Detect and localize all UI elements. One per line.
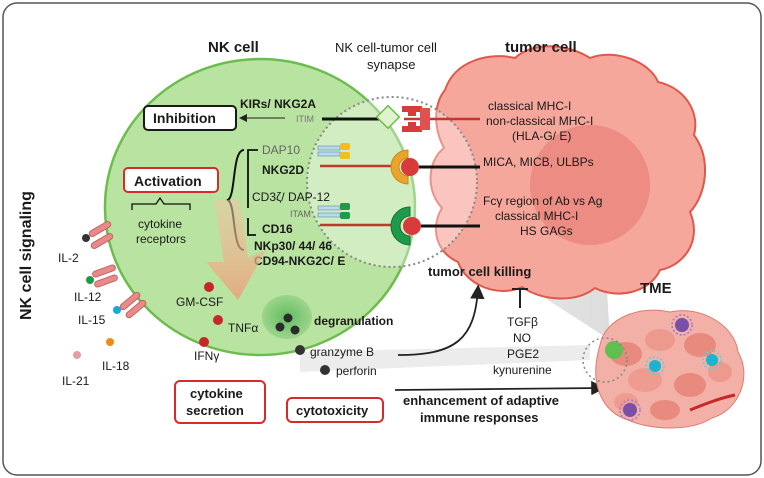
tme-immune-cell-purple-1 <box>671 314 693 336</box>
tumor-cell-title: tumor cell <box>505 39 577 56</box>
dap10-yellow-1 <box>340 143 350 150</box>
cytokine-receptors-brace <box>131 196 191 210</box>
kirs-label: KIRs/ NKG2A <box>240 97 316 111</box>
itam-bar-1 <box>317 205 341 211</box>
degranulation-label: degranulation <box>314 314 393 328</box>
tumor-mica: MICA, MICB, ULBPs <box>483 155 594 169</box>
cytokine-secretion-label-2: secretion <box>186 403 244 418</box>
gmcsf-dot <box>204 282 214 292</box>
il21-label: IL-21 <box>62 374 90 388</box>
gmcsf-label: GM-CSF <box>176 295 223 309</box>
cd16-receptor-cup <box>390 206 411 246</box>
itam-label: ITAM <box>290 209 311 219</box>
tumor-nucleus <box>530 125 650 245</box>
no-label: NO <box>513 331 531 345</box>
itam-green-2 <box>340 212 350 219</box>
wedge-synapse-to-tme <box>300 345 590 372</box>
nkp-label: NKp30/ 44/ 46 <box>254 239 332 253</box>
itim-label: ITIM <box>296 114 314 124</box>
il15-receptor <box>113 291 147 319</box>
itam-bar-2 <box>317 212 341 218</box>
kir-ligand-diamond <box>375 104 401 130</box>
granule-2 <box>275 322 285 332</box>
cytokine-secretion-box <box>174 380 266 424</box>
killing-label: tumor cell killing <box>428 264 531 279</box>
tme-immune-cell-purple-2 <box>619 399 641 421</box>
fc-ligand <box>403 217 421 235</box>
inhibition-box <box>143 105 237 131</box>
activation-box <box>123 167 219 193</box>
synapse-label-1: NK cell-tumor cell <box>335 40 437 55</box>
il18-label: IL-18 <box>102 359 130 373</box>
mhc-molecule-bottom <box>402 122 422 132</box>
il2-receptor <box>82 221 114 249</box>
kynurenine-label: kynurenine <box>493 363 552 377</box>
granule-1 <box>283 313 293 323</box>
granzyme-dot <box>295 345 305 355</box>
tnfa-dot <box>213 315 223 325</box>
granzyme-label: granzyme B <box>310 345 374 359</box>
dap10-bar-1 <box>317 145 341 151</box>
cytokine-receptors-label-1: cytokine <box>138 217 182 231</box>
inhibition-label: Inhibition <box>153 110 216 126</box>
tme-immune-cell-cyan-2 <box>702 350 722 370</box>
perforin-dot <box>320 365 330 375</box>
cd16-label: CD16 <box>262 222 293 236</box>
mhc-molecule-side <box>420 108 430 130</box>
ifng-label: IFNγ <box>194 349 219 363</box>
tumor-mhc-3: (HLA-G/ E) <box>512 129 571 143</box>
adaptive-arrow <box>394 380 606 396</box>
dap10-yellow-2 <box>340 152 350 159</box>
activation-bracket-top <box>247 149 258 208</box>
tumor-mhc-2: non-classical MHC-I <box>486 114 593 128</box>
pge2-label: PGE2 <box>507 347 539 361</box>
il18-dot <box>106 338 114 346</box>
tme-title: TME <box>640 280 672 297</box>
dap10-label: DAP10 <box>262 143 300 157</box>
cytokine-secretion-label-1: cytokine <box>190 386 243 401</box>
itam-green-1 <box>340 203 350 210</box>
mica-ligand <box>401 158 419 176</box>
cd3z-label: CD3ζ/ DAP-12 <box>252 190 330 204</box>
tme-immune-cell-cyan-1 <box>645 356 665 376</box>
side-title: NK cell signaling <box>18 191 35 320</box>
adaptive-label-1: enhancement of adaptive <box>403 393 559 408</box>
il15-label: IL-15 <box>78 313 106 327</box>
tnfa-label: TNFα <box>228 321 258 335</box>
dap10-bar-2 <box>317 151 341 157</box>
nkg2d-label: NKG2D <box>262 163 304 177</box>
ifng-dot <box>199 337 209 347</box>
cytotoxicity-label: cytotoxicity <box>296 403 369 418</box>
il2-label: IL-2 <box>58 251 79 265</box>
cd94-label: CD94-NKG2C/ E <box>254 254 345 268</box>
tme-tissue <box>595 309 745 429</box>
adaptive-label-2: immune responses <box>420 410 539 425</box>
activation-big-arrow <box>206 200 266 300</box>
perforin-label: perforin <box>336 364 377 378</box>
nk-cell-body <box>103 57 417 357</box>
nkg2d-receptor-cup <box>390 149 409 185</box>
il21-dot <box>73 351 81 359</box>
cytokine-receptors-label-2: receptors <box>136 232 186 246</box>
il12-label: IL-12 <box>74 290 102 304</box>
mhc-molecule-top <box>402 106 422 116</box>
cd16-bracket <box>247 218 256 236</box>
tumor-fc-2: classical MHC-I <box>495 209 578 223</box>
killing-arrow <box>397 284 485 356</box>
tumor-fc-3: HS GAGs <box>520 224 573 238</box>
il12-receptor <box>86 264 118 288</box>
tme-nk-cell <box>582 337 628 383</box>
activation-label: Activation <box>134 173 202 189</box>
nk-cell-title: NK cell <box>208 39 259 56</box>
granule-3 <box>290 325 300 335</box>
cytotoxicity-box <box>286 397 384 423</box>
synapse-label-2: synapse <box>367 57 415 72</box>
tumor-fc-1: Fcγ region of Ab vs Ag <box>483 194 602 208</box>
tgfb-label: TGFβ <box>507 315 538 329</box>
tumor-mhc-1: classical MHC-I <box>488 99 571 113</box>
